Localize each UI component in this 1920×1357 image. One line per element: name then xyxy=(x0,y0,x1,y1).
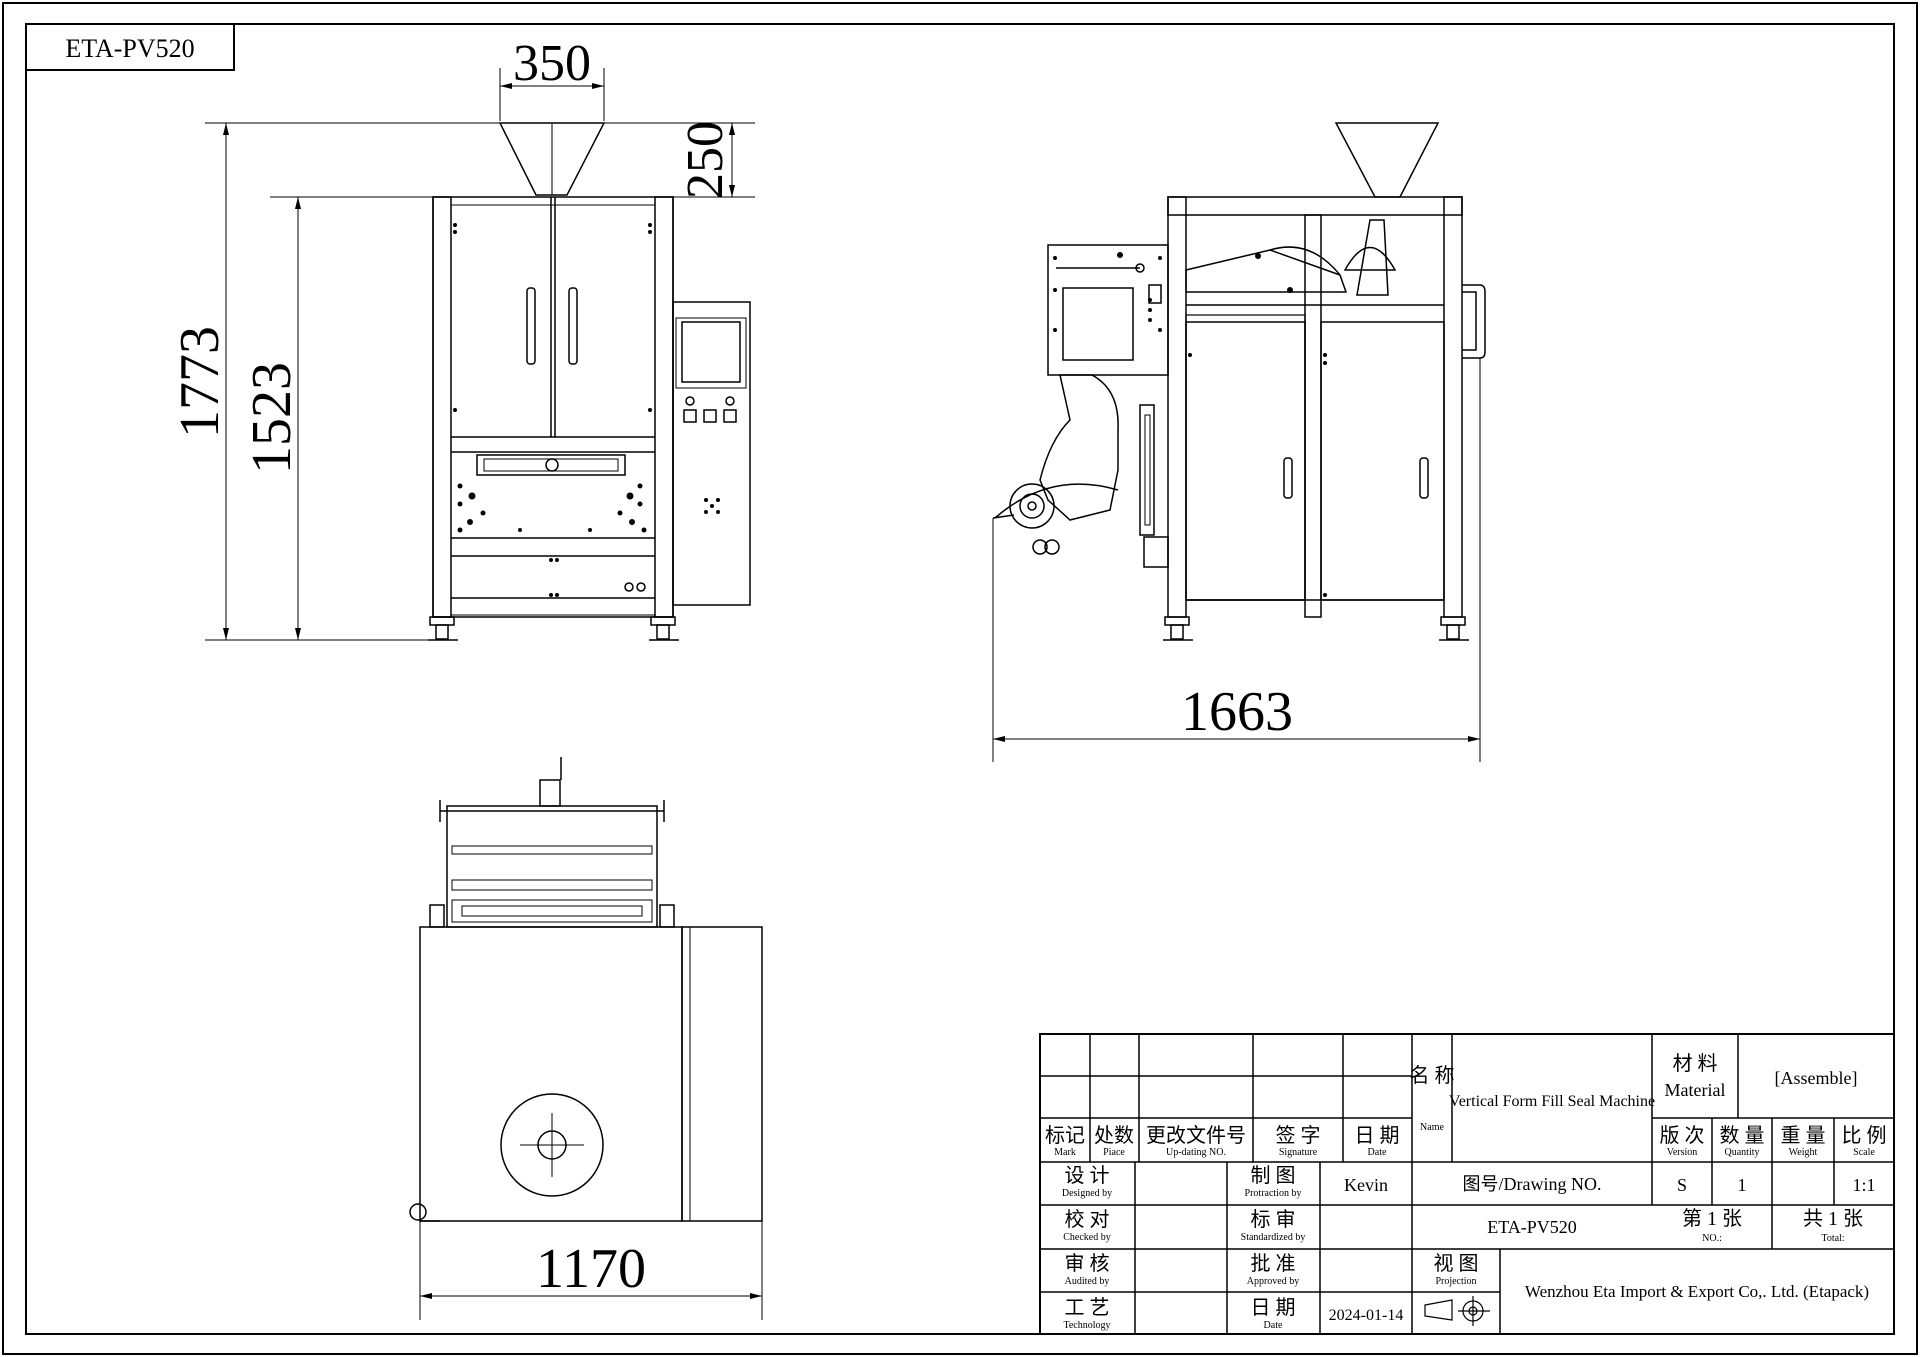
drawing-no-value: ETA-PV520 xyxy=(1487,1217,1577,1237)
quantity-label: 数 量 xyxy=(1720,1124,1765,1147)
sheet-total-en: Total: xyxy=(1821,1233,1844,1244)
standardized-label-en: Standardized by xyxy=(1241,1232,1306,1243)
dimension-arrows xyxy=(223,83,735,640)
protraction-label-en: Protraction by xyxy=(1245,1188,1302,1199)
designed-label: 设 计 xyxy=(1065,1164,1110,1187)
date2-label-en: Date xyxy=(1264,1320,1283,1331)
model-tag: ETA-PV520 xyxy=(65,34,194,63)
film-roll xyxy=(1009,483,1055,529)
header-signature: 签 字 xyxy=(1276,1124,1321,1147)
sheet-no-en: NO.: xyxy=(1702,1233,1722,1244)
top-film-roll xyxy=(500,1093,604,1197)
scale-value: 1:1 xyxy=(1852,1175,1875,1195)
touch-screen xyxy=(681,321,741,383)
header-date: 日 期 xyxy=(1355,1125,1400,1147)
control-cabinet xyxy=(672,301,751,606)
top-main-body xyxy=(419,926,683,1222)
dim-frame-height: 1523 xyxy=(241,362,303,474)
date-value: 2024-01-14 xyxy=(1329,1307,1404,1324)
header-mark: 标记 xyxy=(1045,1124,1085,1147)
dim-base-width: 1170 xyxy=(536,1238,646,1300)
dim-side-length: 1663 xyxy=(1181,681,1293,743)
side-door-right xyxy=(1320,321,1445,601)
sheet-total: 共 1 张 xyxy=(1803,1207,1863,1230)
weight-label-en: Weight xyxy=(1789,1147,1818,1158)
front-panel-bolts xyxy=(453,223,720,597)
projection-label-en: Projection xyxy=(1435,1276,1476,1287)
front-dimension-lines xyxy=(205,68,755,641)
protraction-value: Kevin xyxy=(1344,1175,1388,1195)
side-view xyxy=(992,122,1486,641)
header-update-en: Up-dating NO. xyxy=(1166,1147,1226,1158)
drawing-no-label: 图号/Drawing NO. xyxy=(1463,1174,1602,1194)
technology-label-en: Technology xyxy=(1063,1320,1110,1331)
product-name: Vertical Form Fill Seal Machine xyxy=(1449,1093,1655,1110)
top-control-cabinet xyxy=(681,926,763,1222)
top-dimension-lines xyxy=(419,1221,763,1320)
approved-label: 批 准 xyxy=(1251,1252,1296,1275)
date2-label: 日 期 xyxy=(1251,1297,1296,1319)
dim-total-height: 1773 xyxy=(169,326,231,438)
front-frame xyxy=(432,196,674,618)
header-signature-en: Signature xyxy=(1279,1147,1318,1158)
top-view xyxy=(409,757,763,1222)
scale-label-en: Scale xyxy=(1853,1147,1875,1158)
material-label-en: Material xyxy=(1665,1080,1726,1100)
designed-label-en: Designed by xyxy=(1062,1188,1112,1199)
door-handle-right xyxy=(568,287,578,365)
inner-border xyxy=(25,23,1895,1335)
header-date-en: Date xyxy=(1368,1147,1387,1158)
header-place-en: Piace xyxy=(1103,1147,1125,1158)
front-view xyxy=(428,122,751,641)
checked-label-en: Checked by xyxy=(1063,1232,1111,1243)
model-tag-box xyxy=(25,23,235,71)
audited-label: 审 核 xyxy=(1065,1252,1110,1275)
header-place: 处数 xyxy=(1094,1124,1134,1147)
name-label-en: Name xyxy=(1420,1122,1444,1133)
header-mark-en: Mark xyxy=(1054,1147,1076,1158)
door-handle-left xyxy=(526,287,536,365)
approved-label-en: Approved by xyxy=(1247,1276,1300,1287)
audited-label-en: Audited by xyxy=(1065,1276,1110,1287)
weight-label: 重 量 xyxy=(1781,1124,1826,1147)
version-label: 版 次 xyxy=(1660,1124,1705,1147)
protraction-label: 制 图 xyxy=(1251,1164,1296,1187)
film-rack xyxy=(1047,244,1169,376)
company-name: Wenzhou Eta Import & Export Co,. Ltd. (E… xyxy=(1525,1282,1869,1301)
scale-label: 比 例 xyxy=(1842,1124,1887,1147)
standardized-label: 标 审 xyxy=(1251,1208,1296,1231)
material-label: 材 料 xyxy=(1673,1052,1718,1075)
quantity-label-en: Quantity xyxy=(1725,1147,1760,1158)
dim-hopper-width: 350 xyxy=(513,35,591,92)
title-block xyxy=(1039,1033,1895,1335)
quantity-value: 1 xyxy=(1738,1175,1747,1195)
version-value: S xyxy=(1677,1175,1687,1195)
name-label: 名 称 xyxy=(1410,1064,1455,1087)
projection-label: 视 图 xyxy=(1434,1252,1479,1275)
side-door-left xyxy=(1185,321,1306,601)
side-hopper xyxy=(1334,122,1440,198)
projection-symbol xyxy=(1424,1296,1490,1326)
dim-hopper-height: 250 xyxy=(677,121,734,199)
sheet-no: 第 1 张 xyxy=(1682,1207,1742,1230)
checked-label: 校 对 xyxy=(1065,1208,1110,1231)
material-value: [Assemble] xyxy=(1775,1068,1858,1088)
version-label-en: Version xyxy=(1667,1147,1698,1158)
side-dimension-lines xyxy=(992,358,1481,762)
side-panel-bolts xyxy=(1053,252,1327,597)
technology-label: 工 艺 xyxy=(1065,1296,1110,1319)
title-block-text: 标记 Mark 处数 Piace 更改文件号 Up-dating NO. 签 字… xyxy=(1045,1052,1887,1331)
header-update: 更改文件号 xyxy=(1146,1124,1246,1147)
